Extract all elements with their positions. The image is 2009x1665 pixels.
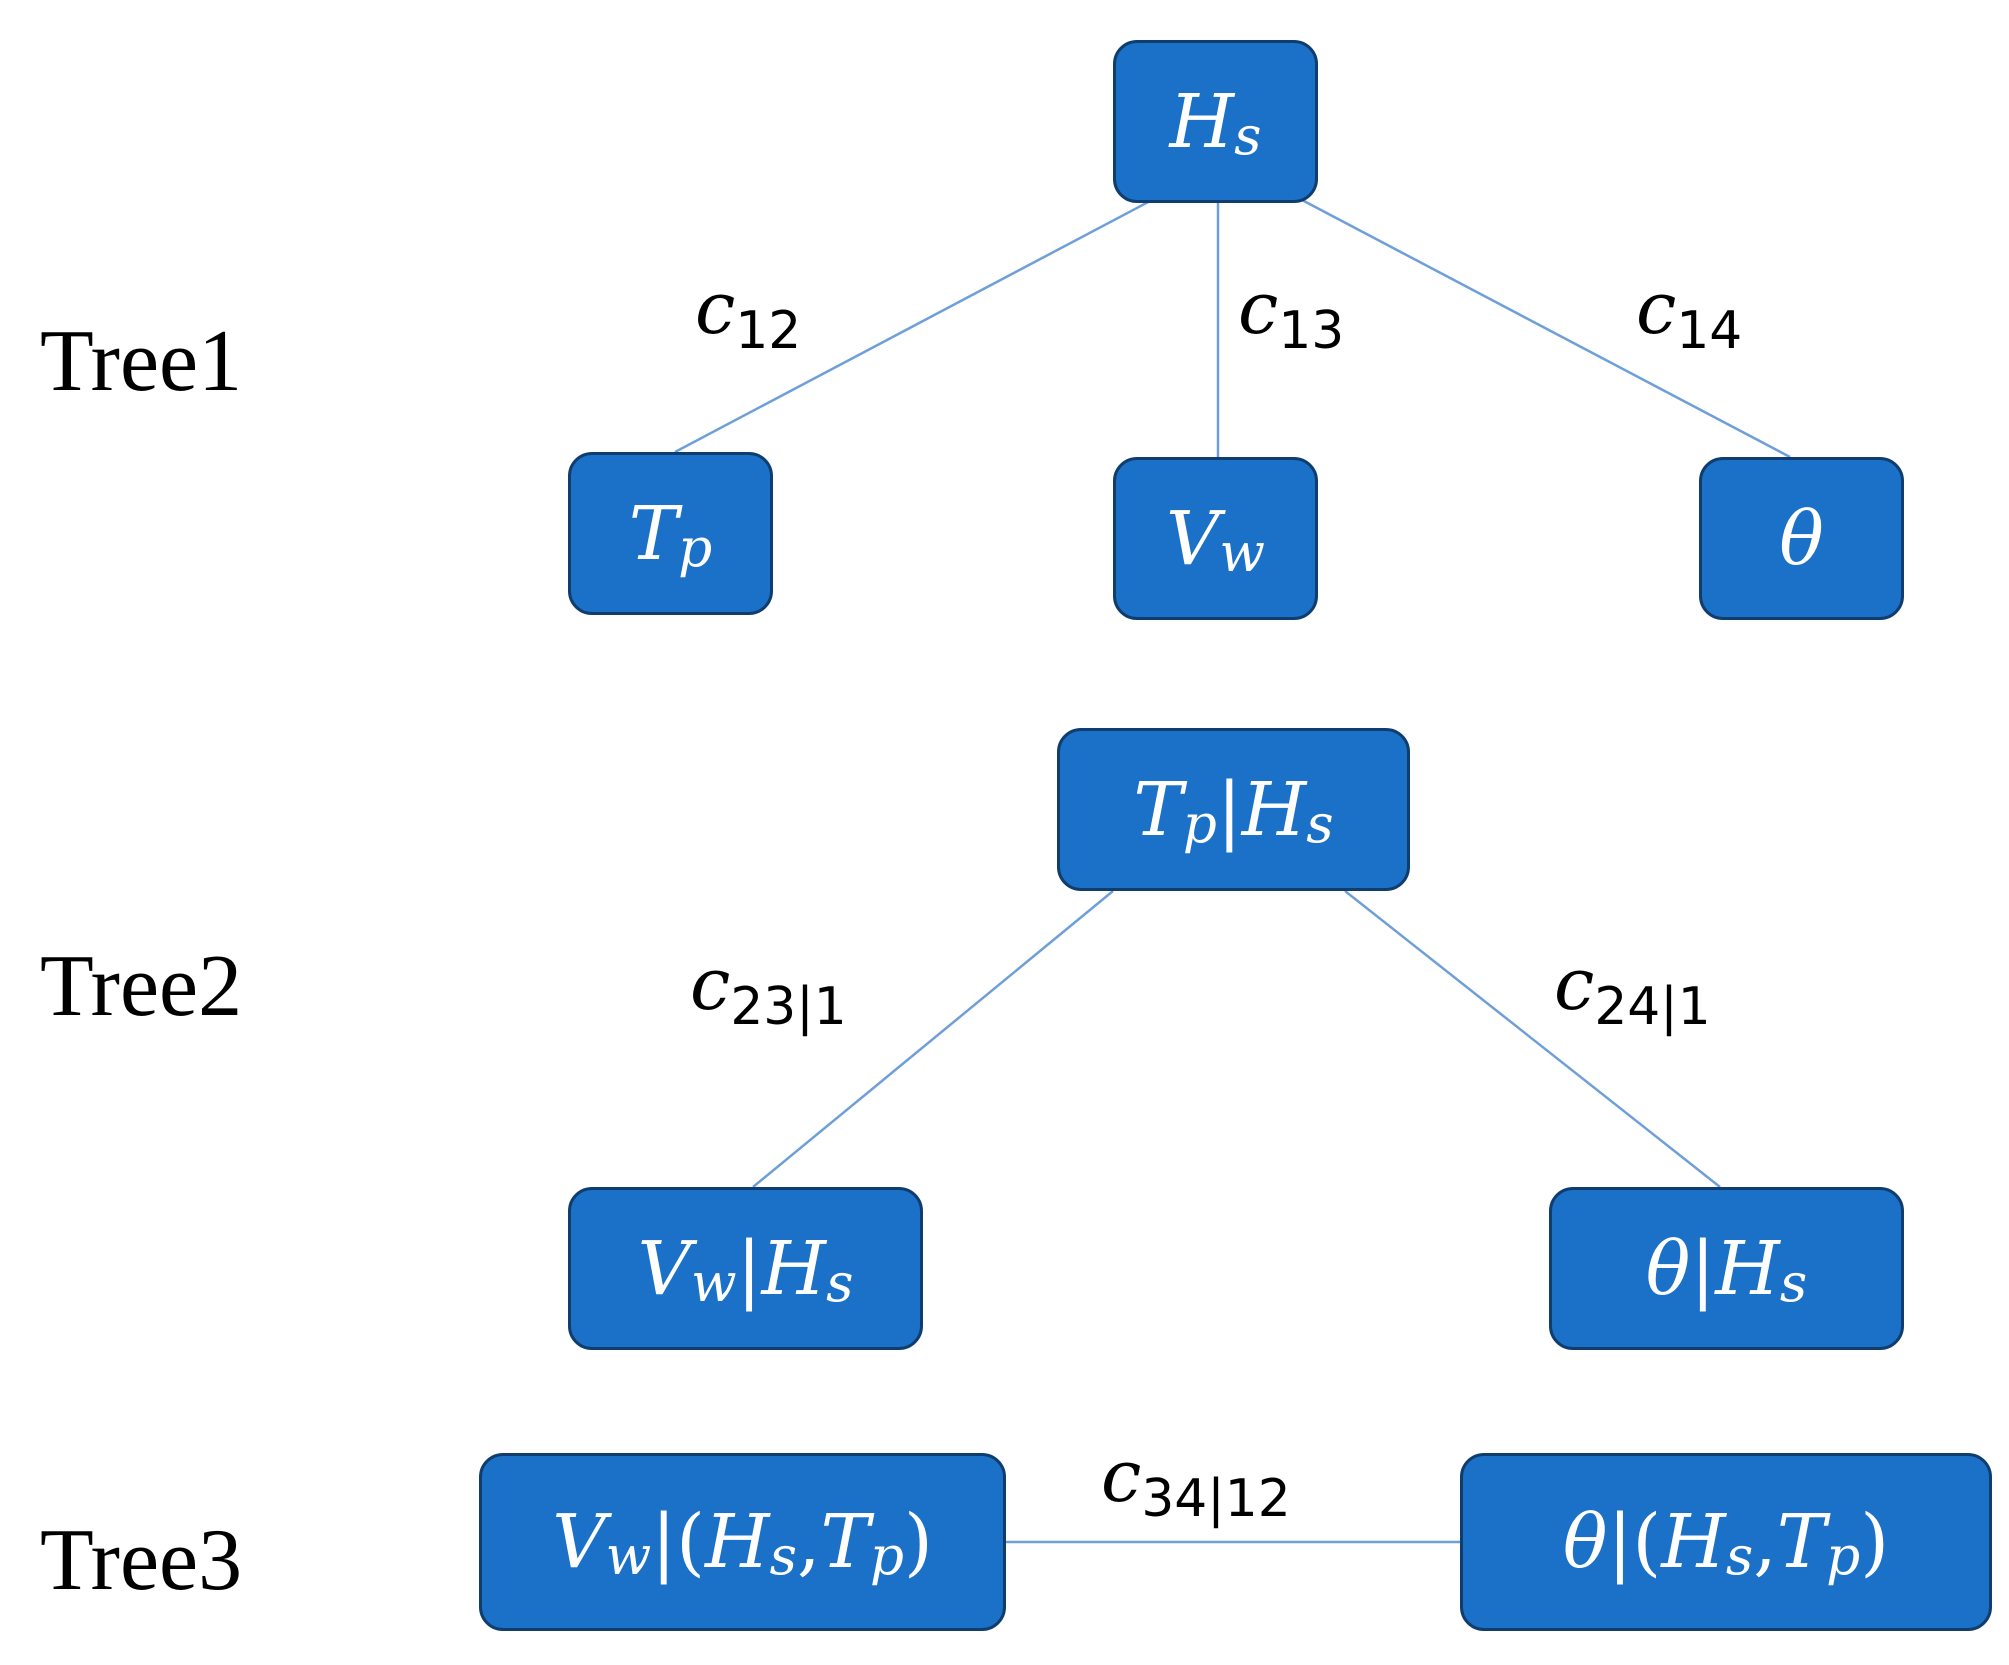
edge-label-c13-sub: 13 [1278, 300, 1345, 361]
node-theta-given-hs-tp-a: θ [1562, 1499, 1608, 1585]
node-vw-base: V [1165, 495, 1220, 582]
node-tp-base: T [628, 490, 679, 577]
node-theta-given-hs-tp-comma: , [1753, 1499, 1777, 1585]
edge-label-c23-1-sub: 23|1 [730, 976, 847, 1037]
node-vw-given-hs-tp-b: H [705, 1499, 770, 1585]
node-theta-given-hs-tp-close: ) [1860, 1499, 1890, 1585]
edge-label-c34-12: c34|12 [1101, 1440, 1291, 1524]
node-vw-given-hs-tp-a: V [552, 1499, 606, 1585]
node-vw-given-hs-tp-comma: , [796, 1499, 821, 1585]
node-tp-given-hs-sep: | [1216, 766, 1242, 853]
edge-label-c13: c13 [1238, 272, 1344, 356]
edge-label-c23-1-base: c [690, 942, 731, 1026]
node-hs-base: H [1169, 78, 1235, 165]
node-theta-given-hs-tp-c: T [1776, 1499, 1827, 1585]
node-vw-given-hs-tp-c: T [820, 1499, 870, 1585]
node-theta-base: θ [1779, 495, 1824, 582]
node-tp-given-hs-a-sub: p [1182, 792, 1217, 855]
node-tp-sub: p [678, 516, 713, 579]
node-theta-given-hs-a: θ [1645, 1225, 1691, 1312]
node-vw-sub: w [1219, 521, 1266, 584]
node-vw-given-hs-tp-a-sub: w [605, 1525, 652, 1588]
edge-label-c14-sub: 14 [1676, 300, 1743, 361]
node-vw-given-hs-tp-close: ) [903, 1499, 933, 1585]
edge-hs-tp [674, 198, 1153, 454]
edge-label-c34-12-base: c [1101, 1434, 1142, 1518]
node-theta-given-hs-sep: | [1690, 1225, 1716, 1312]
node-theta-given-hs-tp-open: |( [1607, 1499, 1662, 1585]
node-tp-given-hs-a: T [1133, 766, 1183, 853]
edge-tphs-vwhs [752, 890, 1114, 1188]
node-tp-given-hs-b-sub: s [1306, 792, 1334, 855]
node-tp-given-hs-b: H [1241, 766, 1307, 853]
edge-label-c12: c12 [695, 272, 801, 356]
edge-label-c34-12-sub: 34|12 [1141, 1468, 1291, 1529]
edge-label-c24-1-base: c [1554, 942, 1595, 1026]
node-vw-given-hs-a-sub: w [691, 1251, 737, 1314]
edge-label-c12-sub: 12 [735, 300, 802, 361]
tree2-label: Tree2 [40, 938, 243, 1035]
edge-label-c23-1: c23|1 [690, 948, 847, 1032]
node-vw-given-hs-tp-b-sub: s [769, 1525, 797, 1588]
node-hs-sub: s [1234, 104, 1262, 167]
node-vw-given-hs-b-sub: s [826, 1251, 854, 1314]
edge-label-c12-base: c [695, 266, 736, 350]
node-theta-given-hs-tp-b: H [1661, 1499, 1726, 1585]
tree3-label: Tree3 [40, 1512, 243, 1609]
node-vw-given-hs-sep: | [736, 1225, 762, 1312]
node-vw-given-hs-a: V [637, 1225, 692, 1312]
edge-label-c13-base: c [1238, 266, 1279, 350]
edge-label-c14: c14 [1636, 272, 1742, 356]
edge-hs-theta [1301, 198, 1791, 459]
edge-label-c24-1-sub: 24|1 [1594, 976, 1711, 1037]
node-vw-given-hs-b: H [761, 1225, 827, 1312]
node-theta: θ [1699, 457, 1904, 620]
node-theta-given-hs-b-sub: s [1779, 1251, 1808, 1314]
edge-tphs-thetahs [1344, 890, 1721, 1188]
edge-label-c14-base: c [1636, 266, 1677, 350]
node-vw-given-hs-tp-open: |( [651, 1499, 706, 1585]
node-vw-given-hs-tp-c-sub: p [869, 1525, 904, 1588]
tree1-label: Tree1 [40, 313, 243, 410]
node-theta-given-hs-b: H [1715, 1225, 1780, 1312]
node-theta-given-hs-tp-c-sub: p [1826, 1525, 1861, 1588]
edge-label-c24-1: c24|1 [1554, 948, 1711, 1032]
node-theta-given-hs-tp-b-sub: s [1725, 1525, 1754, 1588]
